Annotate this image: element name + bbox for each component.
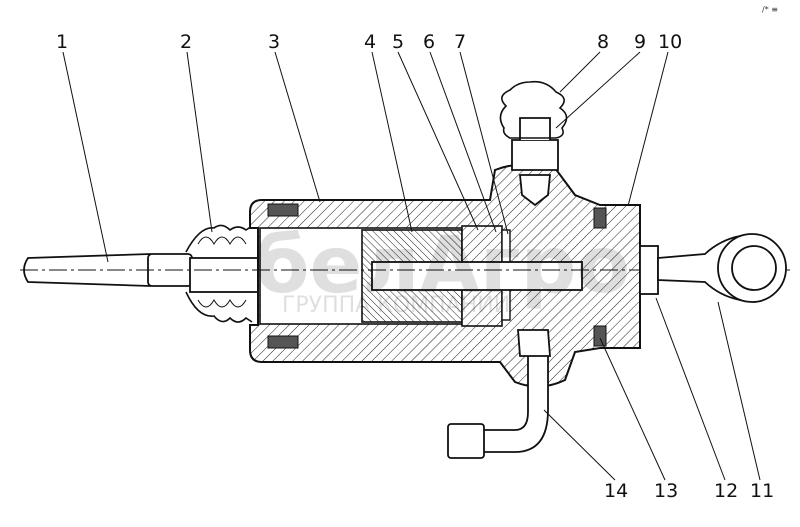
part-label-10: 10	[658, 31, 682, 53]
corner-mark: /* ≡	[762, 5, 778, 14]
part-label-1: 1	[56, 31, 68, 53]
watermark-subtitle: ГРУППА КОМПАНИЙ	[282, 292, 510, 318]
part-label-11: 11	[750, 480, 774, 502]
part-label-7: 7	[454, 31, 466, 53]
part-label-13: 13	[654, 480, 678, 502]
bleed-valve	[499, 80, 568, 207]
part-label-4: 4	[364, 31, 376, 53]
part-label-2: 2	[180, 31, 192, 53]
part-label-14: 14	[604, 480, 628, 502]
part-label-9: 9	[634, 31, 646, 53]
part-label-6: 6	[423, 31, 435, 53]
watermark-brand: белАгро	[255, 221, 630, 311]
part-label-12: 12	[714, 480, 738, 502]
part-label-3: 3	[268, 31, 280, 53]
rod-end	[639, 233, 787, 303]
inlet-tube	[447, 329, 551, 459]
part-label-8: 8	[597, 31, 609, 53]
part-label-5: 5	[392, 31, 404, 53]
part-labels: 1 2 3 4 5 6 7 8 9 10 11 12 13 14	[56, 31, 774, 502]
watermark: белАгро ГРУППА КОМПАНИЙ	[255, 221, 630, 318]
leader-lines	[62, 51, 761, 481]
dust-boot	[185, 224, 253, 323]
